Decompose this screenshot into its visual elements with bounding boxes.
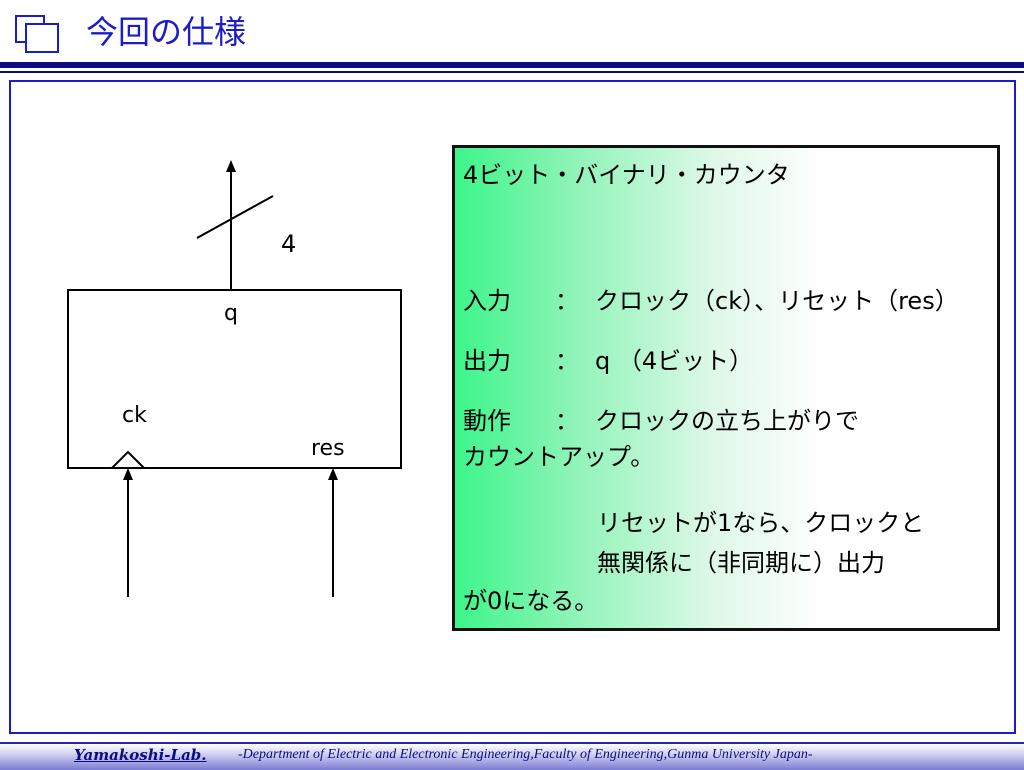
clock-edge-symbol bbox=[111, 450, 145, 469]
counter-block bbox=[67, 289, 402, 469]
title-rule-thin bbox=[0, 71, 1024, 73]
operation-colon: ： bbox=[555, 407, 579, 435]
output-colon: ： bbox=[555, 347, 579, 375]
output-label: 出力 bbox=[463, 347, 511, 375]
reset-arrow-head bbox=[328, 468, 338, 480]
page-title: 今回の仕様 bbox=[86, 13, 247, 51]
bus-width-label: 4 bbox=[281, 230, 296, 258]
operation-value-line2: カウントアップ。 bbox=[463, 443, 655, 471]
reset-desc-line2: 無関係に（非同期に）出力 bbox=[597, 549, 885, 577]
footer-bar bbox=[0, 742, 1024, 770]
spec-heading: 4ビット・バイナリ・カウンタ bbox=[463, 161, 790, 189]
output-port-label: q bbox=[224, 301, 238, 326]
footer-lab-name: Yamakoshi-Lab. bbox=[74, 746, 207, 764]
reset-desc-line3: が0になる。 bbox=[463, 587, 599, 615]
title-rule-thick bbox=[0, 62, 1024, 68]
slide-bullet-icon bbox=[15, 15, 59, 53]
operation-value-line1: クロックの立ち上がりで bbox=[595, 407, 859, 435]
operation-label: 動作 bbox=[463, 407, 511, 435]
content-frame bbox=[9, 80, 1016, 734]
output-arrow-head bbox=[226, 160, 236, 172]
bus-width-slash bbox=[196, 195, 274, 239]
reset-desc-line1: リセットが1なら、クロックと bbox=[597, 509, 925, 537]
footer-department: -Department of Electric and Electronic E… bbox=[238, 747, 813, 762]
output-value: q （4ビット） bbox=[595, 347, 754, 375]
input-colon: ： bbox=[555, 287, 579, 315]
clock-arrow-head bbox=[123, 468, 133, 480]
reset-port-label: res bbox=[311, 436, 345, 461]
input-label: 入力 bbox=[463, 287, 511, 315]
clock-port-label: ck bbox=[122, 403, 147, 428]
spec-box: 4ビット・バイナリ・カウンタ 入力 ： クロック（ck）、リセット（res） 出… bbox=[452, 145, 1000, 631]
input-value: クロック（ck）、リセット（res） bbox=[595, 287, 959, 315]
